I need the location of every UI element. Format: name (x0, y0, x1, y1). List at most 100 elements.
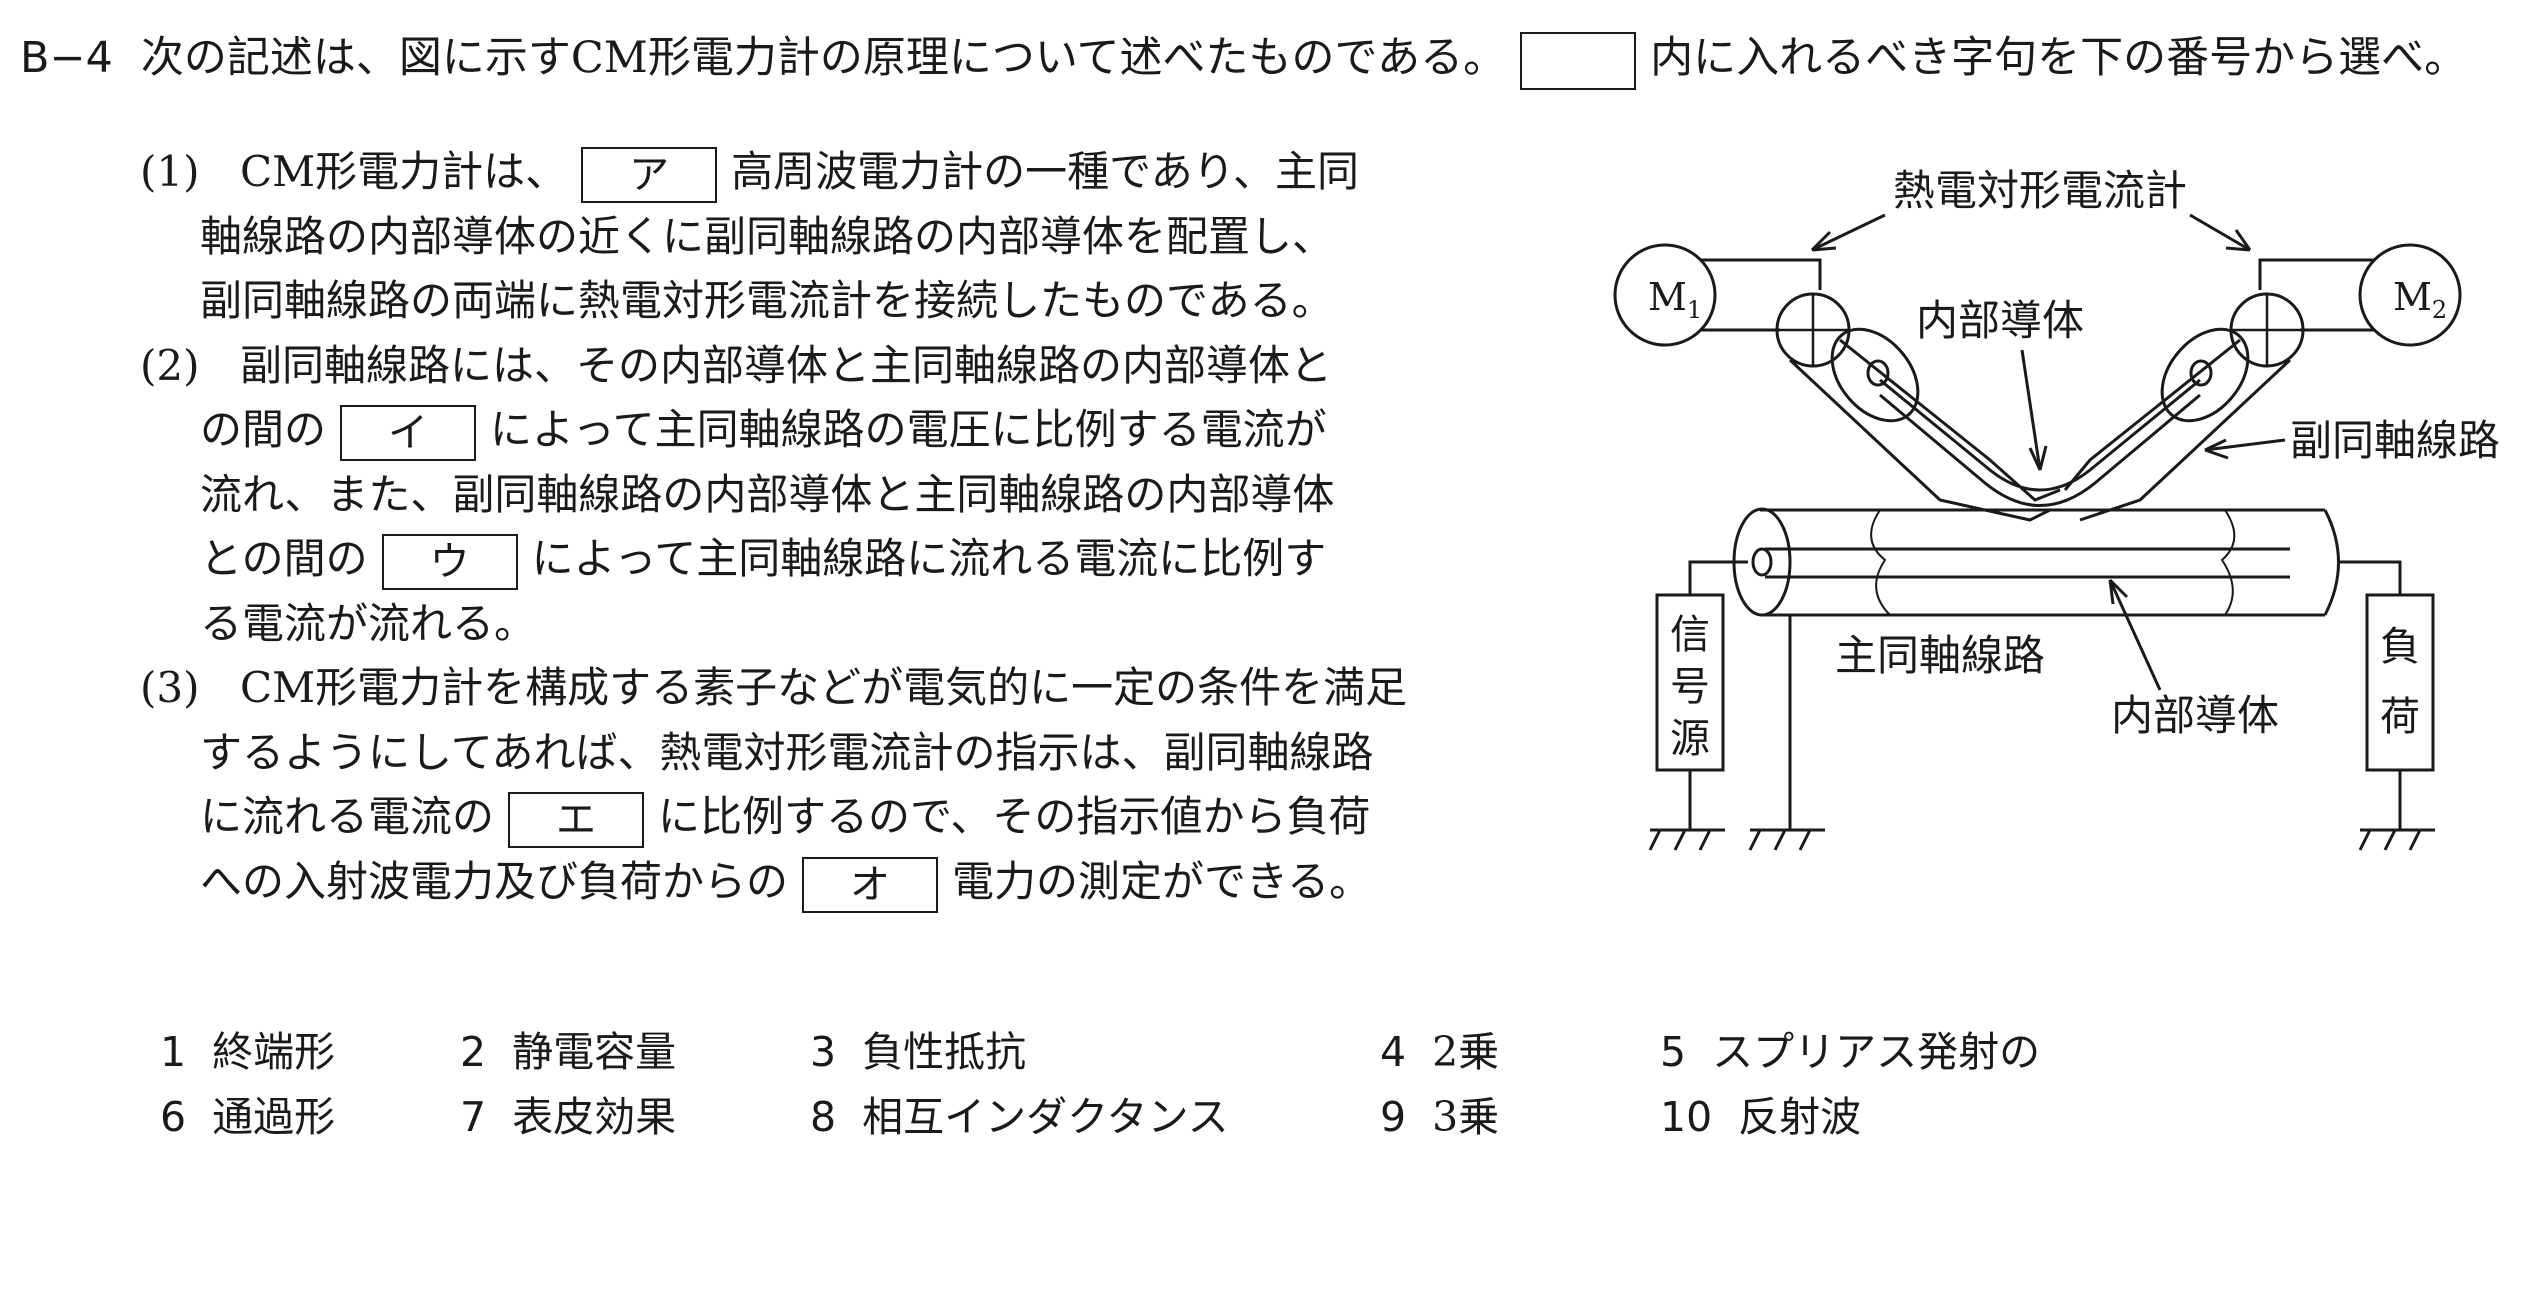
label-sub-coax: 副同軸線路 (2290, 416, 2500, 465)
meter-m1-subscript: 1 (1687, 296, 1702, 324)
answer-blank-box: オ (802, 856, 939, 913)
choice-text: 相互インダクタンス (862, 1093, 1229, 1141)
choice-text: 表皮効果 (512, 1093, 677, 1141)
choice-number: 7 (460, 1093, 487, 1141)
paragraph-line: る電流が流れる。 (140, 592, 1407, 657)
label-signal-source: 信 (1670, 612, 1710, 658)
main-inner-conductor (1765, 547, 2290, 579)
paragraph-text: 流れ、また、副同軸線路の内部導体と主同軸線路の内部導体 (200, 469, 1335, 519)
wire-signal-source (1688, 560, 1748, 595)
question-header: B−4 次の記述は、図に示すCM形電力計の原理について述べたものである。 内に入れる… (20, 28, 2467, 90)
cm-wattmeter-figure: 熱電対形電流計 M1 M2 内部導体 副同軸線路 主同軸線路 内部導体 信号源 (1613, 166, 2500, 851)
meter-m2-letter: M (2393, 275, 2432, 319)
label-thermocouple-ammeter: 熱電対形電流計 (1893, 166, 2187, 215)
meter-m2-icon (2358, 243, 2462, 347)
paragraph-line: への入射波電力及び負荷からのオ電力の測定ができる。 (140, 850, 1407, 915)
svg-text:負荷: 負荷 (2380, 624, 2420, 740)
sub-inner-conductor (1879, 378, 2201, 492)
meter-m1-letter: M (1648, 275, 1687, 319)
arrow-right-thermo (2189, 213, 2251, 252)
ground-middle-icon (1748, 828, 1825, 851)
paragraph-text: 電力の測定ができる。 (952, 856, 1372, 906)
paragraph-line: 副同軸線路の両端に熱電対形電流計を接続したものである。 (140, 269, 1407, 334)
arrow-left-thermo (1811, 213, 1886, 252)
choice-item: 7 表皮効果 (460, 1085, 676, 1149)
paragraph-text: る電流が流れる。 (200, 598, 537, 648)
svg-text:信号源: 信号源 (1670, 612, 1710, 762)
arrow-inner-top (2020, 349, 2042, 471)
choice-text: 終端形 (212, 1028, 336, 1076)
paragraph-line: との間のウによって主同軸線路に流れる電流に比例す (140, 527, 1407, 592)
sub-coax-outer-left (1788, 358, 2051, 522)
sub-coax-outer-right (2079, 358, 2292, 522)
svg-text:M1: M1 (1648, 275, 1702, 324)
sub-coax-cut-right (2160, 327, 2250, 423)
paragraph-text: 副同軸線路には、その内部導体と主同軸線路の内部導体と (240, 340, 1333, 390)
label-load: 荷 (2380, 694, 2420, 740)
question-text-before: 次の記述は、図に示すCM形電力計の原理について述べたものである。 (140, 33, 1507, 83)
wire-m2-top (2258, 258, 2375, 290)
wire-load (2338, 560, 2402, 595)
main-coax-outer (1760, 508, 2325, 617)
paragraph-line: するようにしてあれば、熱電対形電流計の指示は、副同軸線路 (140, 721, 1407, 786)
paragraph-number: (3) (140, 663, 200, 712)
choice-item: 3 負性抵抗 (810, 1020, 1026, 1084)
choice-text: スプリアス発射の (1712, 1028, 2041, 1076)
paragraph-number: (2) (140, 340, 200, 390)
meter-m2-subscript: 2 (2432, 296, 2447, 324)
paragraph-text: との間の (200, 534, 368, 583)
choice-text: 負性抵抗 (862, 1028, 1027, 1076)
ground-left-icon (1648, 828, 1725, 851)
paragraph-line: 流れ、また、副同軸線路の内部導体と主同軸線路の内部導体 (140, 463, 1407, 528)
arrow-inner-bottom (2108, 579, 2162, 691)
choice-number: 2 (460, 1028, 487, 1076)
choice-item: 10 反射波 (1660, 1085, 1861, 1149)
choice-text: 3乗 (1432, 1093, 1500, 1141)
sub-coax-cut-left (1830, 327, 1920, 423)
answer-blank-box: エ (508, 792, 645, 848)
label-main-coax: 主同軸線路 (1835, 631, 2045, 680)
choice-item: 1 終端形 (160, 1020, 335, 1084)
paragraph-text: によって主同軸線路に流れる電流に比例す (531, 534, 1327, 583)
label-inner-conductor-top: 内部導体 (1916, 296, 2084, 345)
choice-number: 10 (1660, 1093, 1713, 1141)
paragraph-text: CM形電力計を構成する素子などが電気的に一定の条件を満足 (240, 663, 1408, 712)
paragraph-line: の間のイによって主同軸線路の電圧に比例する電流が (140, 398, 1407, 463)
paragraph-text: 高周波電力計の一種であり、主同 (731, 147, 1360, 196)
paragraph-text: の間の (200, 405, 327, 454)
choice-item: 8 相互インダクタンス (810, 1085, 1229, 1149)
paragraph-text: 副同軸線路の両端に熱電対形電流計を接続したものである。 (200, 276, 1334, 325)
paragraph-number: (1) (140, 147, 200, 196)
label-inner-conductor-bottom: 内部導体 (2111, 691, 2279, 740)
load-box (2365, 593, 2435, 772)
choice-number: 6 (160, 1093, 187, 1141)
choice-number: 4 (1380, 1028, 1407, 1076)
label-signal-source: 号 (1670, 664, 1710, 710)
arrowhead-right-thermo (2225, 229, 2252, 252)
meter-m1-icon (1613, 243, 1717, 347)
paragraph-text: によって主同軸線路の電圧に比例する電流が (490, 405, 1327, 454)
answer-blank-box: ウ (381, 534, 518, 590)
choice-number: 8 (810, 1093, 837, 1141)
arrowhead-left-thermo (1810, 230, 1837, 252)
choice-number: 3 (810, 1028, 837, 1076)
question-number: B−4 (20, 33, 113, 83)
statement-paragraphs: (1)CM形電力計は、ア高周波電力計の一種であり、主同軸線路の内部導体の近くに副… (140, 140, 1407, 914)
paragraph-text: に流れる電流の (200, 792, 495, 841)
paragraph-text: するようにしてあれば、熱電対形電流計の指示は、副同軸線路 (200, 727, 1374, 777)
header-blank-box (1520, 32, 1637, 90)
paragraph-line: に流れる電流のエに比例するので、その指示値から負荷 (140, 785, 1407, 850)
arrow-sub-coax (2204, 438, 2286, 452)
main-coax-right-end (2323, 509, 2340, 616)
svg-text:M2: M2 (2393, 275, 2447, 324)
choice-text: 反射波 (1738, 1093, 1862, 1141)
paragraph-line: (1)CM形電力計は、ア高周波電力計の一種であり、主同 (140, 140, 1407, 205)
paragraph-line: (3) CM形電力計を構成する素子などが電気的に一定の条件を満足 (140, 656, 1407, 721)
choice-number: 1 (160, 1028, 187, 1076)
question-text-after: 内に入れるべき字句を下の番号から選べ。 (1650, 33, 2468, 83)
